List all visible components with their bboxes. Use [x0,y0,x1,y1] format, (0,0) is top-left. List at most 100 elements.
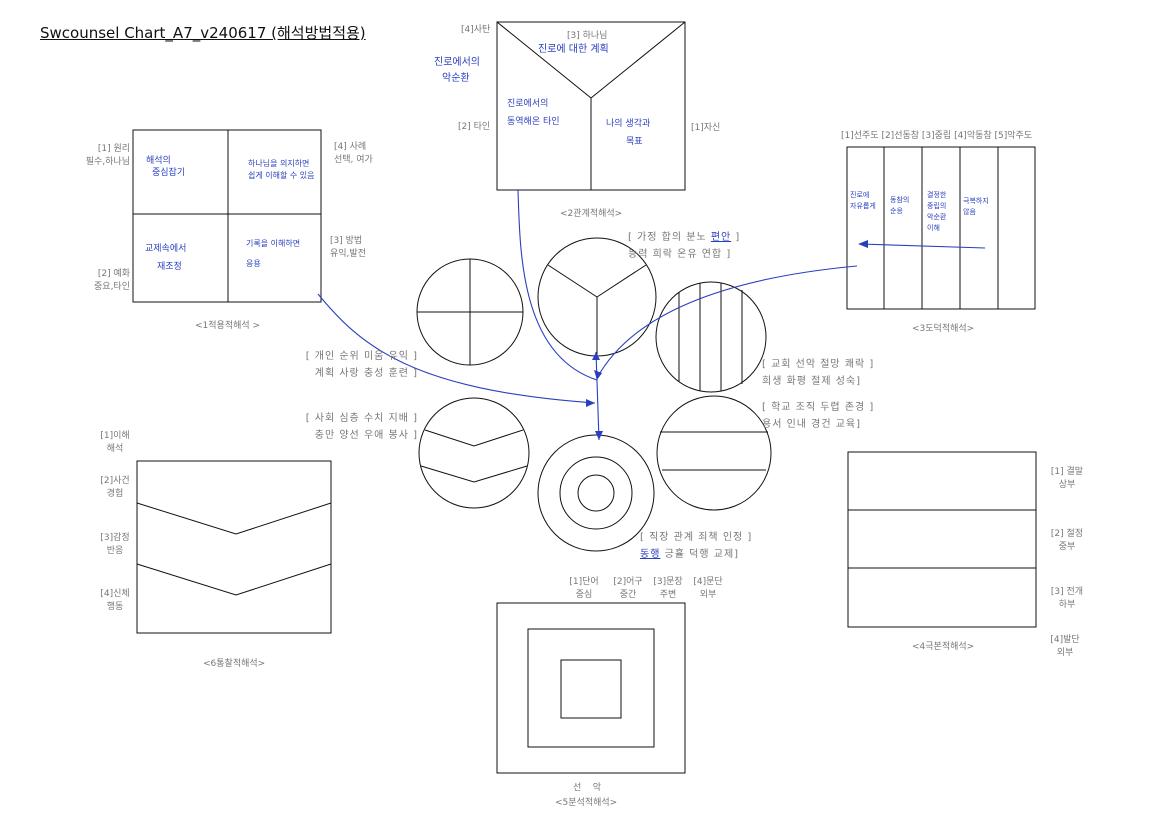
pen-arrowhead [592,352,600,360]
box1-label-line: 중요,타인 [94,282,130,292]
box4-label-climax: [2] 절정 중부 [1042,528,1092,554]
keyword-text: [ 가정 합의 분노 [628,232,711,243]
box5-label-line: [2]어구 [613,577,643,587]
box2-label-others: [2] 타인 [458,122,491,132]
box4-label-line: 외부 [1056,648,1074,658]
box1-label-method: [3] 방법 유익,발전 [330,235,366,261]
box3-note-col4: 극복하지 않음 [963,196,989,218]
handwriting: 극복하지 [963,197,989,205]
handwriting: 중립의 [927,202,947,210]
box1-note-q2: 하나님을 의지하면 쉽게 이해할 수 있음 [248,158,315,182]
box1-label-line: 선택, 여가 [334,155,373,165]
box6-chevron [136,563,332,596]
box1-label-case: [4] 사례 선택, 여가 [334,141,373,167]
box3-note-col3: 결정한 중립의 악순환 이해 [927,190,946,234]
box5-label-paragraph: [4]문단 외부 [690,576,726,602]
handwriting: 자유롭게 [850,202,876,210]
pen-arrow-box3 [596,265,858,379]
box5-label-line: 중심 [575,590,593,600]
box6-label-body: [4]신체 행동 [95,588,135,614]
box1-label-line: [1] 원리 [97,144,130,154]
box4-label-line: 중부 [1058,542,1076,552]
box5-label-line: 중간 [619,590,637,600]
handwriting: 순응 [890,207,903,215]
handwriting: 응용 [246,259,261,268]
keywords-bottom: [ 직장 관계 죄책 인정 ] 동행 긍휼 덕행 교제] [640,529,752,563]
box1-frame [132,129,322,303]
circle-columns [655,281,767,393]
handwriting: 동역해온 타인 [507,117,560,127]
box4-label-line: 상부 [1058,480,1076,490]
pen-arrowhead [595,431,603,440]
box1-label-line: [4] 사례 [334,142,367,152]
box1-label-principle: [1] 원리 필수,하나님 [70,143,130,169]
box1-label-example: [2] 예화 중요,타인 [70,268,130,294]
pen-arrow-box1 [317,293,596,404]
box2-caption: <2관계적해석> [560,209,623,219]
box6-chevron [136,502,332,535]
box3-note-col2: 동참의 순응 [890,195,909,217]
keyword-text: 충만 양선 우애 봉사 ] [314,430,418,441]
box5-label-line: 외부 [699,590,717,600]
handwriting: 진로에 [850,191,870,199]
box1-label-line: [3] 방법 [330,236,363,246]
circle-tripartite-line [596,264,647,298]
handwriting: 진로에서의 [434,57,480,68]
box5-label-line: [4]문단 [693,577,723,587]
box6-label-line: 행동 [106,602,124,612]
handwriting: 하나님을 의지하면 [248,159,310,168]
box1-note-q3: 교제속에서 재조정 [145,243,186,273]
keyword-text: [ 사회 심층 수치 지배 ] [305,413,418,424]
keywords-left-lower: [ 사회 심층 수치 지배 ] 충만 양선 우애 봉사 ] [268,410,418,444]
pen-arrow-box2 [517,189,598,381]
box5-label-phrase: [2]어구 중간 [610,576,646,602]
box2-label-self: [1]자신 [691,123,721,133]
box5-label-line: 주변 [659,590,677,600]
box6-label-line: 해석 [106,444,124,454]
keywords-right-lower: [ 학교 조직 두렵 존경 ] 용서 인내 경건 교육] [762,399,874,433]
handwriting: 해석의 [146,156,171,166]
box6-label-line: [1]이해 [100,431,130,441]
box5-label-line: [3]문장 [653,577,683,587]
box1-label-line: 유익,발전 [330,249,366,259]
handwriting: 않음 [963,208,976,216]
box6-label-line: [3]감정 [100,533,130,543]
circle-concentric-inner [577,474,615,512]
handwriting: 나의 생각과 [606,119,651,129]
box6-label-understanding: [1]이해 해석 [95,430,135,456]
box1-label-line: [2] 예화 [97,269,130,279]
box6-label-line: 경험 [106,489,124,499]
box1-note-q1: 해석의 중심잡기 [146,155,185,179]
handwriting: 재조정 [157,262,182,272]
keyword-text: 용서 인내 경건 교육] [762,419,862,430]
box5-label-line: [1]단어 [569,577,599,587]
handwriting: 중심잡기 [152,168,186,178]
box5-caption: <5분석적해석> [555,798,618,808]
circle-chevron-line [420,465,528,483]
handwriting: 쉽게 이해할 수 있음 [248,171,315,180]
keyword-underlined: 편안 [710,232,732,243]
box4-caption: <4극본적해석> [912,642,975,652]
box5-bottom-label: 선 악 [573,783,602,793]
circle-concentric-outer [537,434,655,552]
pen-arrowhead [594,370,602,380]
handwriting: 동참의 [890,196,910,204]
circle-chevrons [418,397,530,509]
box2-note-top: 진로에 대한 계획 [538,44,609,55]
keywords-right-upper: [ 교회 선악 절망 쾌락 ] 희생 화평 절제 성숙] [762,356,874,390]
keyword-text: 능력 희락 온유 연합 ] [628,249,732,260]
box3-header: [1]선주도 [2]선동참 [3]중립 [4]악동참 [5]악주도 [841,131,1033,141]
keywords-left-upper: [ 개인 순위 미움 유익 ] 계획 사랑 충성 훈련 ] [268,348,418,382]
circle-rows [656,395,772,511]
box2-label-satan: [4]사탄 [461,25,491,35]
keyword-text: [ 학교 조직 두렵 존경 ] [762,402,875,413]
handwriting: 악순환 [442,73,470,84]
circle-chevron-line [424,429,524,447]
keyword-text: ] [731,232,741,243]
handwriting: 악순환 [927,213,947,221]
box1-note-q4: 기록을 이해하면 응용 [246,238,300,270]
box4-label-line: [2] 절정 [1050,529,1084,539]
box5-outer-square [496,602,686,774]
box6-label-line: 반응 [106,546,124,556]
